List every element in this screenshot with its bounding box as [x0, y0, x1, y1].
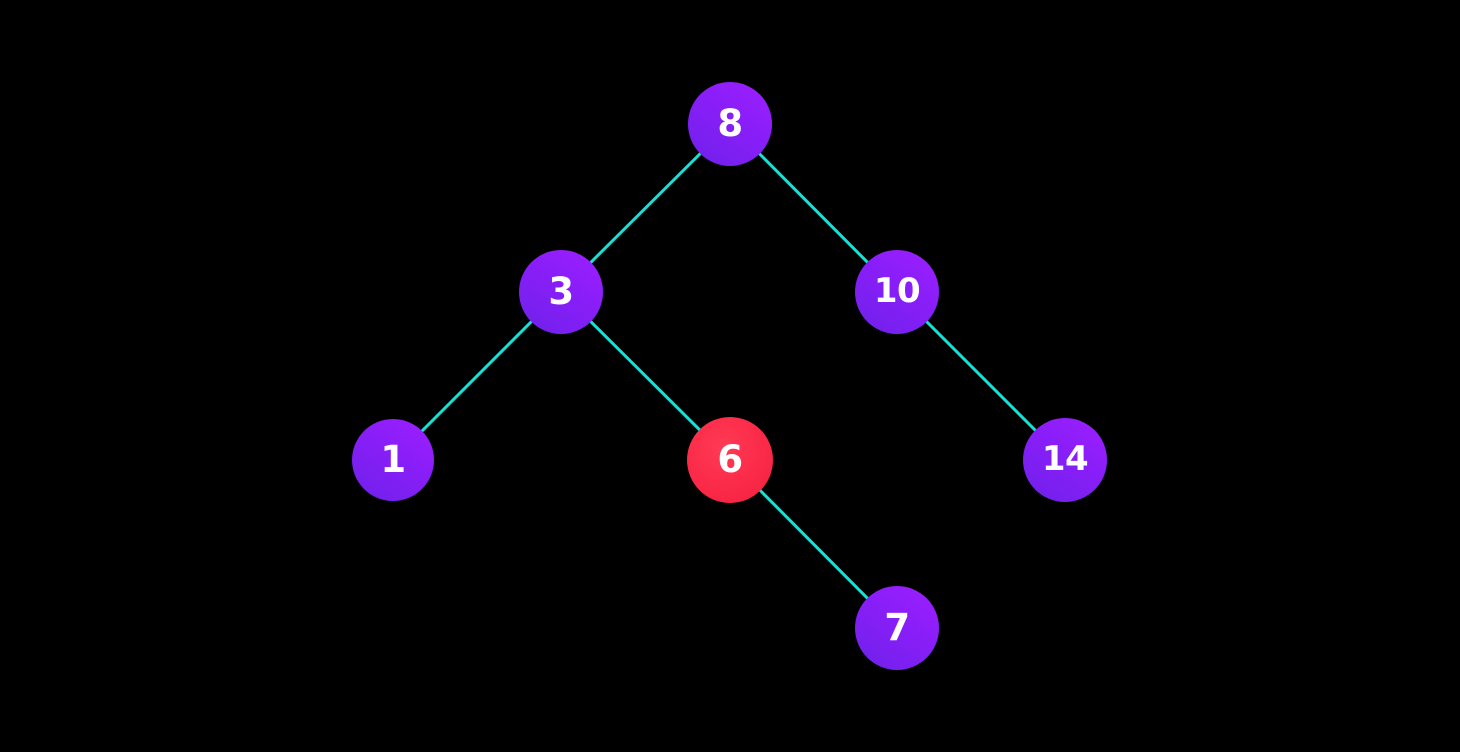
tree-node-14[interactable]: 14: [1023, 418, 1107, 502]
tree-node-label: 14: [1041, 439, 1089, 479]
tree-node-label: 1: [380, 437, 406, 481]
tree-node-7[interactable]: 7: [855, 586, 939, 670]
tree-node-label: 6: [717, 437, 743, 481]
tree-node-10[interactable]: 10: [855, 250, 939, 334]
tree-node-1[interactable]: 1: [352, 419, 434, 501]
tree-node-6[interactable]: 6: [687, 417, 773, 503]
tree-node-label: 7: [884, 605, 910, 649]
tree-node-label: 3: [548, 269, 574, 313]
tree-node-8[interactable]: 8: [688, 82, 772, 166]
tree-node-label: 8: [717, 101, 743, 145]
tree-node-3[interactable]: 3: [519, 250, 603, 334]
tree-node-label: 10: [873, 271, 921, 311]
